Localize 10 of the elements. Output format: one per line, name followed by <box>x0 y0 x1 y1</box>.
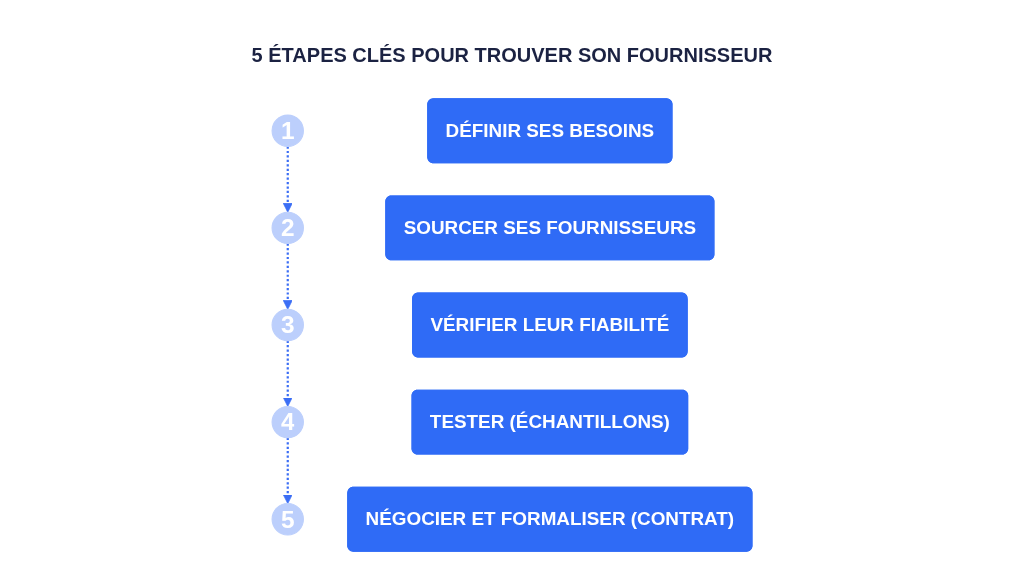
node-circle: 4 <box>271 405 304 439</box>
node-circle: 5 <box>271 503 304 536</box>
arrow <box>282 146 293 213</box>
node-circle: 1 <box>271 114 304 147</box>
arrow <box>282 340 293 407</box>
arrow <box>282 243 293 310</box>
diagram-title: 5 ÉTAPES CLÉS POUR TROUVER SON FOURNISSEUR <box>251 44 773 67</box>
arrow <box>282 437 293 504</box>
node-circle: 3 <box>271 308 304 342</box>
node-circle: 2 <box>271 211 304 245</box>
